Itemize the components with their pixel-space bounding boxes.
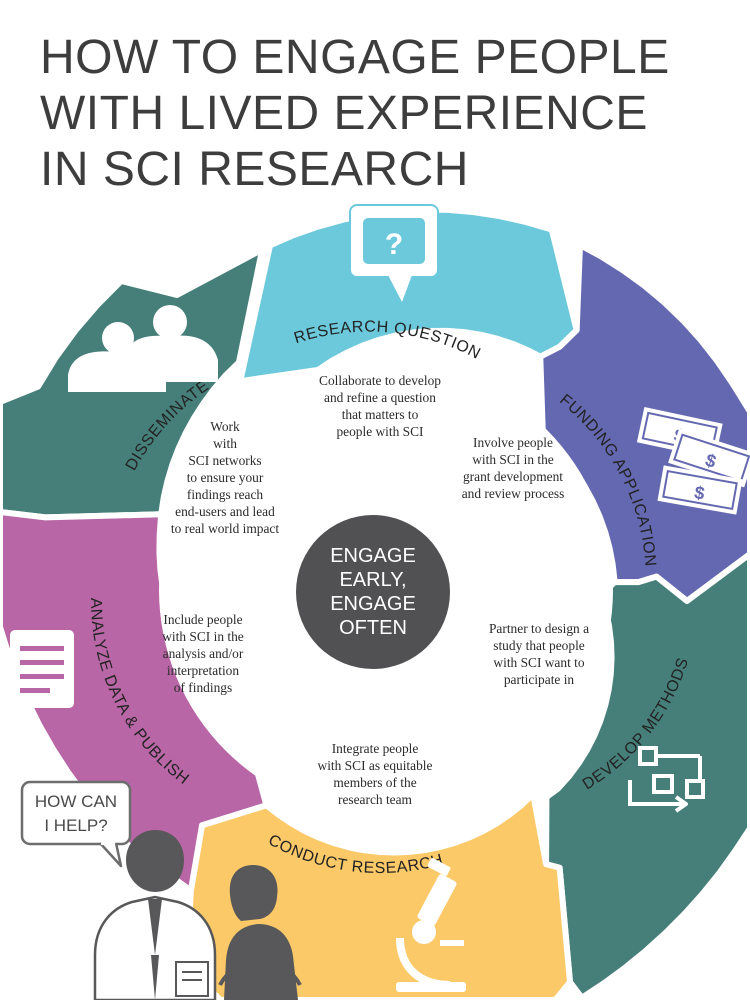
description-line: research team [338,792,412,807]
page-title: HOW TO ENGAGE PEOPLE WITH LIVED EXPERIEN… [40,30,720,198]
description-line: Involve people [473,435,553,450]
microscope-icon [396,858,466,992]
speech-bubble-line: HOW CAN [35,792,117,811]
description-line: grant development [462,469,564,484]
center-hub-line: OFTEN [339,617,407,639]
center-hub: ENGAGE EARLY, ENGAGE OFTEN [296,515,450,669]
svg-text:$: $ [693,482,706,503]
description-research-question: Collaborate to develop and refine a ques… [290,372,470,440]
description-line: to ensure your [186,470,264,485]
description-line: analysis and/or [162,646,244,661]
description-line: and review process [461,486,565,501]
description-line: with SCI want to [493,655,585,670]
center-hub-line: ENGAGE [330,593,416,615]
description-line: Integrate people [331,741,419,756]
woman-in-wheelchair-figure [218,865,302,1000]
description-line: Collaborate to develop [319,373,441,388]
description-develop-methods: Partner to design a study that people wi… [468,620,610,688]
description-line: with SCI in the [472,452,554,467]
description-line: Work [210,419,240,434]
man-figure [93,830,217,1000]
title-line: WITH LIVED EXPERIENCE [40,87,648,140]
description-line: and refine a question [324,390,436,405]
center-hub-line: ENGAGE [330,545,416,567]
description-disseminate: Work with SCI networks to ensure your fi… [152,418,298,537]
people-icon [68,305,218,392]
title-line: IN SCI RESEARCH [40,143,469,196]
speech-bubble-line: I HELP? [44,816,107,835]
description-line: study that people [493,638,585,653]
flowchart-icon [628,746,705,813]
description-line: to real world impact [170,521,280,536]
description-line: with SCI in the [162,629,244,644]
description-line: Include people [163,612,243,627]
description-line: end-users and lead [175,504,275,519]
description-line: that matters to [341,407,419,422]
description-line: people with SCI [336,424,424,439]
document-list-icon [0,630,74,708]
title-line: HOW TO ENGAGE PEOPLE [40,31,670,84]
description-line: with [213,436,237,451]
question-bubble-icon: ? [349,204,439,302]
center-hub-line: EARLY, [339,569,407,591]
description-line: with SCI as equitable [317,758,433,773]
description-line: findings reach [186,487,264,502]
speech-bubble: HOW CAN I HELP? [20,780,132,868]
description-line: Partner to design a [488,621,590,636]
description-funding-application: Involve people with SCI in the grant dev… [438,434,588,502]
dollar-bills-icon: $ $ $ [636,407,750,515]
description-line: interpretation [166,663,240,678]
description-line: of findings [173,680,233,695]
description-line: participate in [503,672,575,687]
description-line: SCI networks [188,453,262,468]
description-analyze-data-publish: Include people with SCI in the analysis … [144,611,262,696]
description-conduct-research: Integrate people with SCI as equitable m… [290,740,460,808]
svg-text:?: ? [385,228,403,261]
description-line: members of the [333,775,417,790]
